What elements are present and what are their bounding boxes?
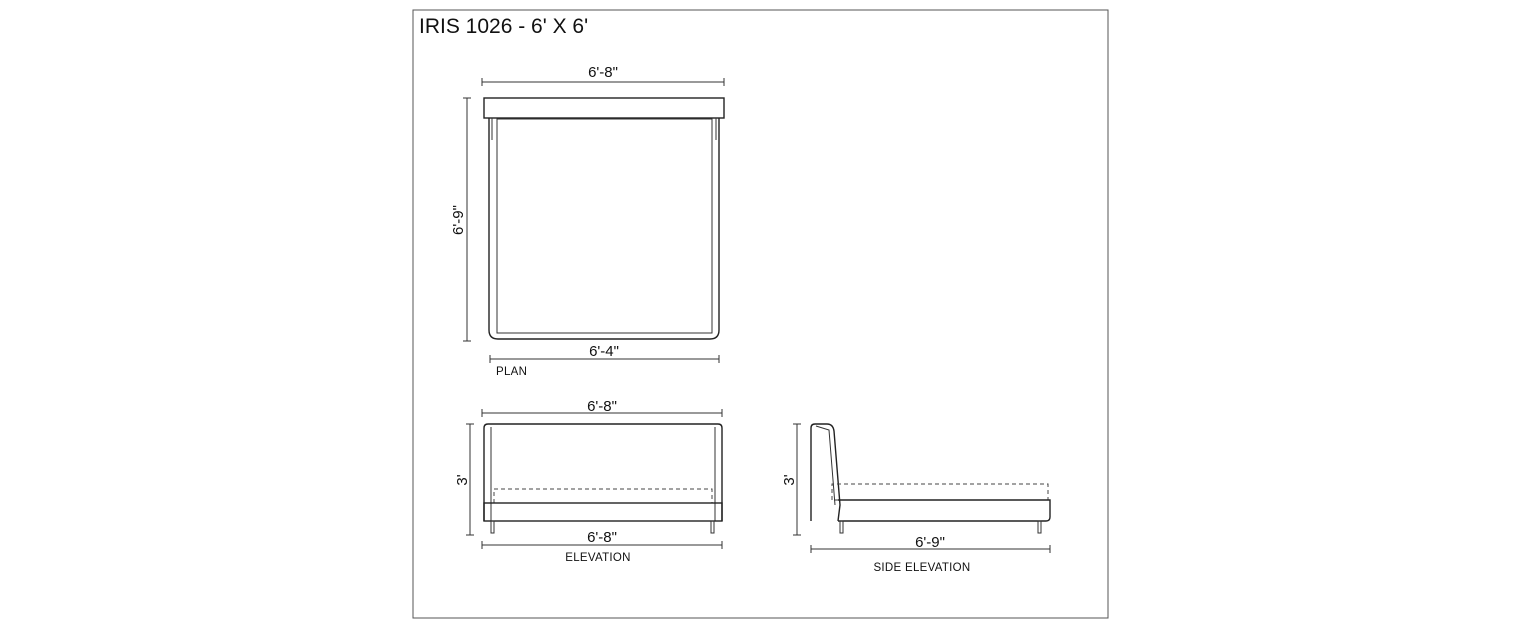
side-headboard-cushion xyxy=(815,425,836,506)
plan-top-width: 6'-8" xyxy=(588,64,618,81)
side-elevation-view: 3' 6'-9" SIDE ELEVATION xyxy=(781,423,1051,574)
elevation-bottom-width: 6'-8" xyxy=(587,529,617,546)
side-leg-rear xyxy=(1037,520,1042,534)
plan-view-label: PLAN xyxy=(496,366,527,378)
side-headboard xyxy=(810,423,841,522)
elevation-mattress xyxy=(493,488,713,503)
plan-bottom-dimension-line xyxy=(489,355,720,363)
elevation-headboard xyxy=(483,423,723,521)
plan-length: 6'-9" xyxy=(450,205,467,235)
elevation-top-dimension-line xyxy=(481,409,723,417)
side-elevation-length: 6'-9" xyxy=(915,534,945,551)
elevation-height: 3' xyxy=(454,474,471,485)
elevation-view: 6'-8" 3' 6'-8" ELEVATION xyxy=(454,398,723,564)
plan-headboard xyxy=(483,97,725,119)
side-elevation-height: 3' xyxy=(781,474,798,485)
plan-bottom-width: 6'-4" xyxy=(589,343,619,360)
side-bed-base xyxy=(838,499,1051,522)
plan-mattress xyxy=(496,118,713,334)
plan-left-dimension-line xyxy=(463,97,471,342)
elevation-height-dimension-line xyxy=(466,423,474,536)
side-mattress xyxy=(831,483,1049,500)
side-height-dimension-line xyxy=(793,423,801,536)
drawing-title: IRIS 1026 - 6' X 6' xyxy=(419,15,588,38)
elevation-leg-right xyxy=(710,520,715,534)
side-elevation-view-label: SIDE ELEVATION xyxy=(873,562,970,574)
elevation-view-label: ELEVATION xyxy=(565,552,631,564)
sheet-border xyxy=(412,9,1109,619)
elevation-leg-left xyxy=(490,520,495,534)
plan-bed-frame xyxy=(488,118,720,340)
plan-view: 6'-8" 6'-9" 6'-4" PLAN xyxy=(450,64,725,378)
elevation-bottom-dimension-line xyxy=(481,541,723,549)
elevation-bed-base xyxy=(483,502,723,522)
side-length-dimension-line xyxy=(810,545,1051,553)
elevation-top-width: 6'-8" xyxy=(587,398,617,415)
side-leg-front xyxy=(839,520,844,534)
plan-top-dimension-line xyxy=(481,78,725,86)
